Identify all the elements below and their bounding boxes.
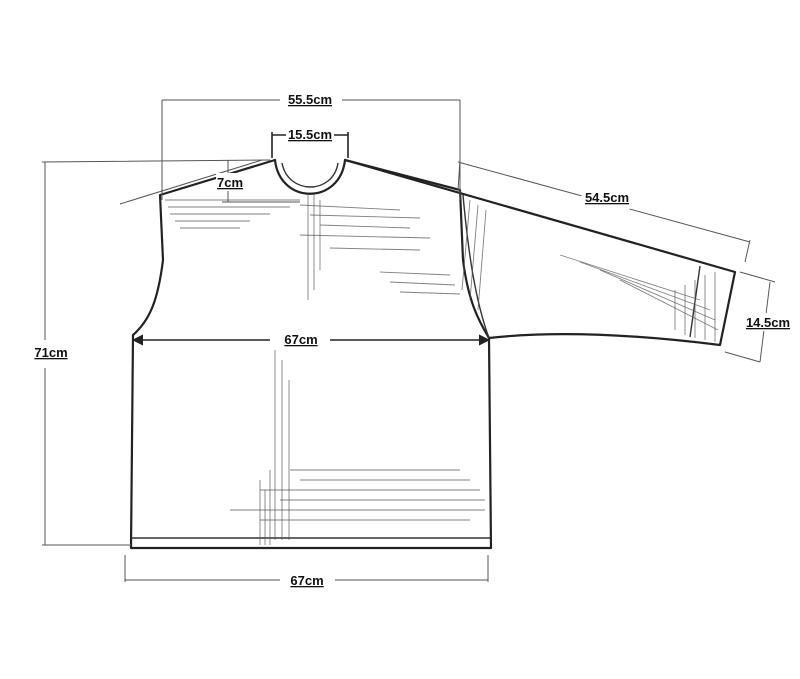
sleeve-outline	[343, 158, 737, 347]
dimension-neck-drop: 7cm	[119, 159, 300, 205]
neckline	[273, 158, 347, 195]
neck-width-label: 15.5cm	[288, 127, 332, 142]
cuff-width-label: 14.5cm	[746, 315, 790, 330]
hem-width-label: 67cm	[290, 573, 323, 588]
neckline-binding	[281, 162, 339, 188]
dimension-shoulder-width: 55.5cm	[161, 90, 461, 200]
neck-drop-label: 7cm	[217, 175, 243, 190]
body-outline	[129, 158, 493, 550]
dimension-sleeve-length: 54.5cm	[457, 159, 751, 263]
sleeve-length-label: 54.5cm	[585, 190, 629, 205]
dimension-neck-width: 15.5cm	[271, 125, 349, 158]
body-length-label: 71cm	[34, 345, 67, 360]
dimension-chest-width: 67cm	[131, 330, 491, 348]
shoulder-width-label: 55.5cm	[288, 92, 332, 107]
dimension-body-length: 71cm	[30, 159, 271, 546]
chest-width-label: 67cm	[284, 332, 317, 347]
hatching	[165, 195, 719, 545]
dimension-cuff-width: 14.5cm	[724, 271, 793, 363]
dimension-hem-width: 67cm	[124, 555, 489, 589]
